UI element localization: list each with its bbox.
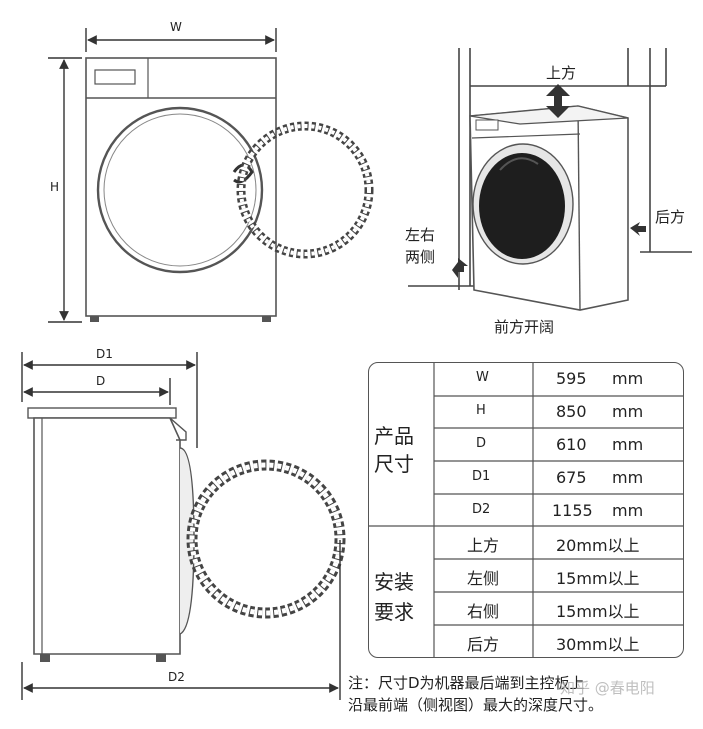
size-row-value: 595	[556, 369, 587, 388]
install-row-value: 20mm以上	[556, 536, 640, 555]
front-clearance-label: 前方开阔	[494, 318, 555, 336]
size-row-name: D1	[472, 469, 491, 484]
size-group-label-line1: 产品	[374, 424, 414, 448]
footnote-line1: 注：尺寸D为机器最后端到主控板上	[348, 674, 585, 692]
size-group-label-line2: 尺寸	[374, 452, 414, 476]
d2-label: D2	[168, 670, 185, 684]
size-row-unit: mm	[612, 501, 644, 520]
size-row-unit: mm	[612, 369, 644, 388]
footnote-line2: 沿最前端（侧视图）最大的深度尺寸。	[348, 696, 604, 714]
depth-dimension-lines	[21, 352, 341, 700]
install-row-value: 30mm以上	[556, 635, 640, 654]
size-row-unit: mm	[612, 468, 644, 487]
side-view-machine	[27, 407, 195, 662]
back-clearance-label: 后方	[655, 208, 686, 226]
size-row-name: D	[476, 436, 487, 451]
size-row-value: 610	[556, 435, 587, 454]
size-row-name: D2	[472, 502, 491, 517]
front-view-machine	[85, 57, 277, 322]
install-view-cabinet	[408, 48, 692, 290]
side-clearance-label-line2: 两侧	[405, 248, 436, 266]
d-label: D	[96, 374, 106, 388]
install-row-value: 15mm以上	[556, 569, 640, 588]
install-group-label-line1: 安装	[374, 570, 414, 594]
height-label: H	[50, 180, 60, 194]
side-view-open-door	[186, 459, 346, 619]
install-row-name: 左侧	[467, 569, 500, 588]
size-row-unit: mm	[612, 402, 644, 421]
spec-table-grid	[369, 363, 683, 657]
top-clearance-label: 上方	[546, 64, 577, 82]
size-row-value: 675	[556, 468, 587, 487]
size-row-name: W	[476, 370, 489, 385]
footnote: 注：尺寸D为机器最后端到主控板上 沿最前端（侧视图）最大的深度尺寸。	[348, 672, 698, 716]
install-clearance-arrows	[452, 84, 646, 278]
size-row-value: 850	[556, 402, 587, 421]
size-row-value: 1155	[552, 501, 593, 520]
size-row-name: H	[476, 403, 486, 418]
front-view-open-door	[236, 121, 374, 259]
height-dimension-line	[48, 57, 82, 323]
install-group-label-line2: 要求	[374, 600, 414, 624]
width-label: W	[170, 20, 182, 34]
spec-table	[368, 362, 684, 658]
install-view-machine	[469, 105, 629, 311]
install-row-name: 上方	[467, 536, 500, 555]
d1-label: D1	[96, 347, 113, 361]
install-row-value: 15mm以上	[556, 602, 640, 621]
width-dimension-line	[85, 28, 277, 52]
install-row-name: 后方	[467, 635, 500, 654]
side-clearance-label-line1: 左右	[405, 226, 436, 244]
size-row-unit: mm	[612, 435, 644, 454]
watermark: 知乎 @春电阳	[560, 679, 655, 697]
install-row-name: 右侧	[467, 602, 500, 621]
